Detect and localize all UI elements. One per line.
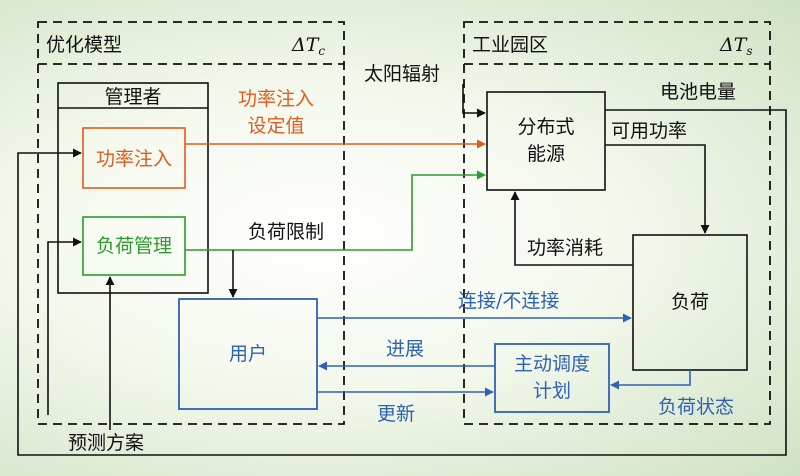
forecast-scheme-label: 预测方案 xyxy=(68,432,144,454)
available-power-label: 可用功率 xyxy=(611,120,687,142)
load-status-label: 负荷状态 xyxy=(658,396,734,418)
battery-level-label: 电池电量 xyxy=(660,81,736,103)
power-consumption-label: 功率消耗 xyxy=(527,237,603,259)
available-power-arrow xyxy=(605,144,710,234)
optimization-region xyxy=(37,21,345,425)
industrial-dt: ΔTs xyxy=(719,34,753,58)
load-status-arrow xyxy=(610,370,691,390)
load-management-feedback-line xyxy=(47,237,82,415)
power-consumption-arrow xyxy=(510,191,633,266)
load-limit-arrow xyxy=(185,170,486,251)
power-setpoint-line2: 设定值 xyxy=(247,115,304,137)
manager-box xyxy=(57,82,209,294)
distributed-energy-box xyxy=(486,91,606,191)
connect-disconnect-label: 连接/不连接 xyxy=(458,290,559,312)
manager-title: 管理者 xyxy=(104,86,161,108)
power-injection-label: 功率注入 xyxy=(96,148,172,170)
optimization-dt: ΔTc xyxy=(291,34,325,58)
scheduling-plan-line1: 主动调度 xyxy=(514,353,590,375)
progress-label: 进展 xyxy=(386,338,424,360)
distributed-energy-line1: 分布式 xyxy=(517,116,574,138)
solar-radiation-arrow xyxy=(462,84,486,118)
load-management-label: 负荷管理 xyxy=(96,235,172,257)
load-limit-label: 负荷限制 xyxy=(248,221,324,243)
battery-level-feedback-line xyxy=(17,109,787,456)
update-label: 更新 xyxy=(377,403,415,425)
user-label: 用户 xyxy=(229,343,267,365)
scheduling-plan-line2: 计划 xyxy=(533,380,571,402)
industrial-region xyxy=(463,21,771,425)
load-label: 负荷 xyxy=(671,291,709,313)
optimization-title: 优化模型 xyxy=(46,34,122,56)
user-box xyxy=(178,298,318,410)
power-setpoint-line1: 功率注入 xyxy=(238,88,314,110)
industrial-title: 工业园区 xyxy=(472,34,548,56)
load-management-box xyxy=(82,216,186,276)
solar-radiation-label: 太阳辐射 xyxy=(364,63,440,85)
scheduling-plan-box xyxy=(494,343,610,413)
power-injection-box xyxy=(82,127,186,189)
distributed-energy-line2: 能源 xyxy=(527,143,565,165)
